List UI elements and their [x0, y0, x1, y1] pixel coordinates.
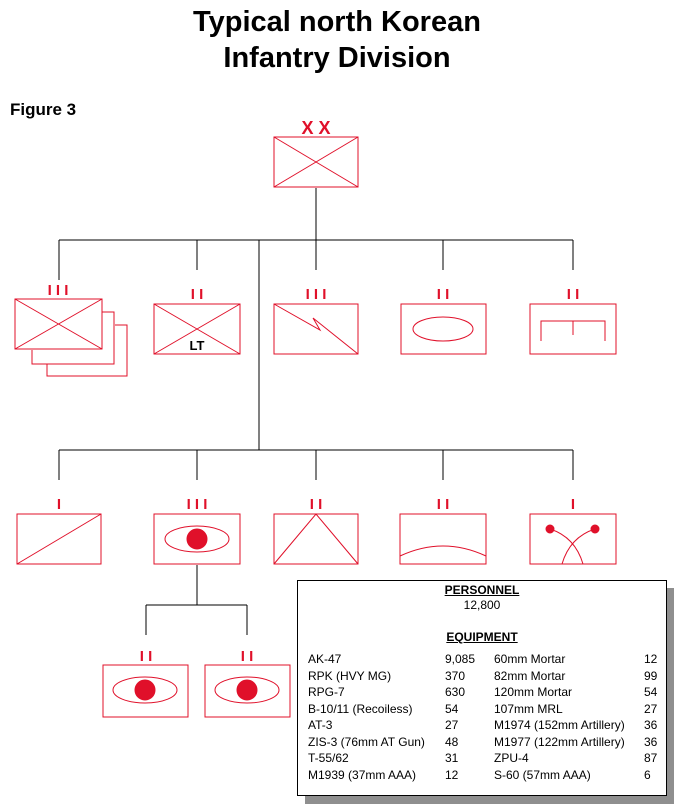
connector-lines [58, 188, 574, 635]
equipment-heading: EQUIPMENT [446, 630, 518, 644]
equipment-quantity: 99 [644, 668, 658, 683]
personnel-equipment-panel: PERSONNEL 12,800 EQUIPMENT AK-47 9,085 60m… [297, 580, 667, 796]
equipment-name: 60mm Mortar [494, 652, 566, 666]
equipment-name: 82mm Mortar [494, 668, 566, 683]
equipment-name: S-60 (57mm AAA) [494, 767, 591, 782]
equipment-name: M1977 (122mm Artillery) [494, 734, 625, 749]
equipment-name: RPK (HVY MG) [308, 668, 392, 683]
equipment-row: ZIS-3 (76mm AT Gun) 48 M1977 (122mm Artill… [308, 734, 658, 750]
light-battalion-symbol [153, 303, 241, 355]
air-defense-battalion-symbol [399, 513, 487, 565]
equipment-quantity: 48 [445, 734, 459, 749]
equipment-row: M1939 (37mm AAA) 12 S-60 (57mm AAA) 6 [308, 767, 658, 783]
equipment-quantity: 36 [644, 718, 658, 732]
equipment-name: 107mm MRL [494, 701, 563, 716]
antitank-battalion-echelon: I I [310, 496, 323, 513]
artillery-battalion-symbol-1 [102, 664, 189, 718]
equipment-name: AT-3 [308, 718, 333, 732]
artillery-regiment-symbol [153, 513, 241, 565]
equipment-quantity: 12 [445, 767, 459, 782]
equipment-name: 120mm Mortar [494, 685, 573, 699]
engineer-battalion-echelon: I I [567, 286, 580, 303]
equipment-quantity: 36 [644, 734, 658, 749]
chemical-company-symbol [529, 513, 617, 565]
equipment-name: ZIS-3 (76mm AT Gun) [308, 734, 425, 749]
equipment-row: RPK (HVY MG) 370 82mm Mortar 99 [308, 668, 658, 684]
chemical-company-echelon: I [571, 496, 575, 513]
equipment-name: B-10/11 (Recoiless) [308, 701, 413, 716]
armor-regiment-symbol [273, 303, 359, 355]
figure-label: Figure 3 [10, 100, 77, 119]
personnel-value: 12,800 [463, 598, 501, 612]
equipment-name: T-55/62 [308, 751, 349, 765]
personnel-heading: PERSONNEL [444, 583, 520, 597]
title-line-1: Typical north Korean [193, 6, 481, 38]
equipment-quantity: 87 [644, 751, 658, 765]
equipment-name: AK-47 [308, 652, 342, 666]
equipment-quantity: 6 [644, 767, 651, 782]
regiment-stack-echelon: I I I [48, 282, 69, 299]
engineer-battalion-symbol [529, 303, 617, 355]
title-line-2: Infantry Division [223, 42, 451, 74]
equipment-quantity: 27 [445, 718, 459, 732]
division-symbol [273, 136, 359, 188]
artillery-battalion-symbol-2 [204, 664, 291, 718]
equipment-name: M1939 (37mm AAA) [308, 767, 417, 782]
equipment-row: T-55/62 31 ZPU-4 87 [308, 750, 658, 766]
equipment-quantity: 54 [644, 685, 658, 699]
equipment-row: RPG-7 630 120mm Mortar 54 [308, 684, 658, 700]
light-battalion-label: LT [190, 338, 205, 353]
page-title: Typical north Korean Infantry Division [0, 4, 674, 76]
equipment-quantity: 12 [644, 652, 658, 666]
division-echelon: X X [301, 118, 330, 138]
equipment-quantity: 54 [445, 701, 459, 716]
artillery-regiment-echelon: I I I [187, 496, 208, 513]
equipment-name: RPG-7 [308, 685, 345, 699]
equipment-quantity: 630 [445, 685, 466, 699]
equipment-quantity: 27 [644, 701, 658, 716]
equipment-name: ZPU-4 [494, 751, 529, 765]
antitank-battalion-symbol [273, 513, 359, 565]
artillery-battalion-1-echelon: I I [140, 648, 153, 665]
equipment-row: AT-3 27 M1974 (152mm Artillery) 36 [308, 717, 658, 733]
equipment-quantity: 9,085 [445, 652, 476, 666]
artillery-battalion-2-echelon: I I [241, 648, 254, 665]
light-battalion-echelon: I I [191, 286, 204, 303]
recon-battalion-echelon: I I [437, 286, 450, 303]
signal-company-echelon: I [57, 496, 61, 513]
air-defense-battalion-echelon: I I [437, 496, 450, 513]
infantry-regiment-stack [14, 298, 128, 377]
equipment-quantity: 31 [445, 751, 459, 765]
equipment-name: M1974 (152mm Artillery) [494, 718, 625, 732]
armor-regiment-echelon: I I I [306, 286, 327, 303]
equipment-row: AK-47 9,085 60mm Mortar 12 [308, 651, 658, 667]
equipment-quantity: 370 [445, 668, 466, 683]
signal-company-symbol [16, 513, 102, 565]
recon-battalion-symbol [400, 303, 487, 355]
equipment-row: B-10/11 (Recoiless) 54 107mm MRL 27 [308, 701, 658, 717]
